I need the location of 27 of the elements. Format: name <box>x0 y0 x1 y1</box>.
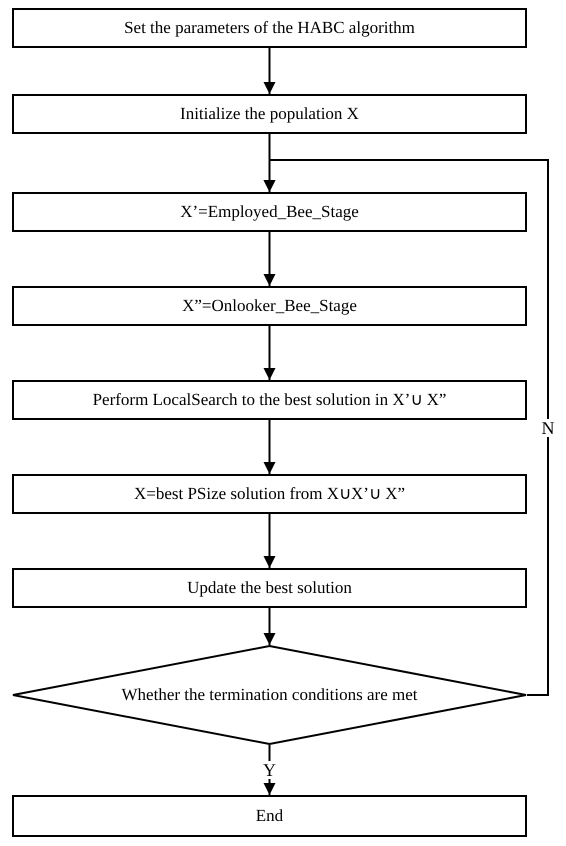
process-box <box>12 474 527 514</box>
arrow <box>264 514 276 568</box>
node-label: X’=Employed_Bee_Stage <box>180 201 359 223</box>
node-label: X=best PSize solution from X∪X’∪ X” <box>134 483 406 505</box>
edge-label: N <box>540 418 556 436</box>
node-label: Whether the termination conditions are met <box>122 684 418 706</box>
node-label: Set the parameters of the HABC algorithm <box>124 17 415 39</box>
edge-label: Y <box>261 761 278 779</box>
process-box <box>12 568 527 608</box>
arrow <box>264 159 549 696</box>
node-label: Initialize the population X <box>180 103 359 125</box>
node-label: Update the best solution <box>187 577 352 599</box>
decision-diamond <box>12 645 527 745</box>
process-box <box>12 192 527 232</box>
node-label: End <box>256 805 284 827</box>
arrow <box>264 232 276 286</box>
process-box <box>12 94 527 134</box>
process-box <box>12 286 527 326</box>
arrow <box>264 608 276 645</box>
node-label: Perform LocalSearch to the best solution in X’∪ X” <box>92 389 446 411</box>
arrow <box>264 326 276 380</box>
arrow <box>264 420 276 474</box>
process-box <box>12 8 527 48</box>
node-label: X”=Onlooker_Bee_Stage <box>182 295 357 317</box>
arrow <box>264 48 276 94</box>
process-box <box>12 380 527 420</box>
process-box <box>12 795 527 837</box>
